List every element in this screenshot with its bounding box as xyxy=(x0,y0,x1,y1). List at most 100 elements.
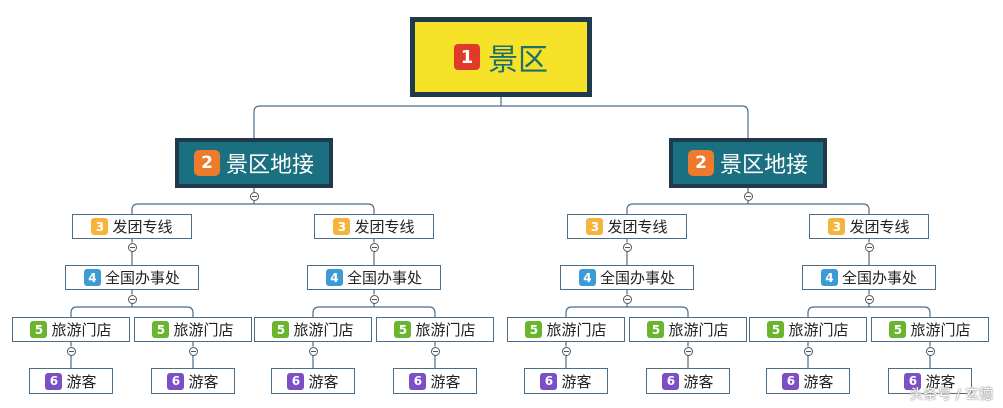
priority-3-icon: 3 xyxy=(333,218,351,235)
priority-4-icon: 4 xyxy=(578,269,596,286)
priority-5-icon: 5 xyxy=(394,321,412,338)
collapse-toggle-icon[interactable] xyxy=(369,294,379,304)
level5-node-left-1-2-label: 旅游门店 xyxy=(173,321,234,339)
priority-6-icon: 6 xyxy=(287,372,305,390)
priority-4-icon: 4 xyxy=(325,269,343,286)
collapse-toggle-icon[interactable] xyxy=(249,191,259,201)
collapse-toggle-icon[interactable] xyxy=(622,294,632,304)
collapse-toggle-icon[interactable] xyxy=(622,242,632,252)
connector-root-bus xyxy=(253,105,749,138)
priority-6-icon: 6 xyxy=(662,372,680,390)
level6-node-right-1-2-label: 游客 xyxy=(683,372,714,391)
level3-node-left-1-label: 发团专线 xyxy=(112,218,173,236)
connector-l2-bus xyxy=(131,203,375,214)
level5-node-right-2-2-label: 旅游门店 xyxy=(910,321,971,339)
priority-6-icon: 6 xyxy=(904,372,922,390)
collapse-toggle-icon[interactable] xyxy=(127,294,137,304)
priority-5-icon: 5 xyxy=(889,321,907,338)
level3-node-right-1-label: 发团专线 xyxy=(607,218,668,236)
level5-node-right-2-1-label: 旅游门店 xyxy=(788,321,849,339)
priority-2-icon: 2 xyxy=(193,150,220,176)
collapse-toggle-icon[interactable] xyxy=(188,346,198,356)
level6-node-left-2-1-label: 游客 xyxy=(308,372,339,391)
level6-node-left-2-2-label: 游客 xyxy=(430,372,461,391)
level5-node-right-1-2-label: 旅游门店 xyxy=(668,321,729,339)
connector-l4-bus xyxy=(70,306,194,317)
priority-5-icon: 5 xyxy=(525,321,543,338)
priority-6-icon: 6 xyxy=(167,372,185,390)
level6-node-right-2-2-label: 游客 xyxy=(925,372,956,391)
level5-node-left-2-1-label: 旅游门店 xyxy=(293,321,354,339)
level6-node-left-1-2-label: 游客 xyxy=(188,372,219,391)
priority-4-icon: 4 xyxy=(820,269,838,286)
priority-3-icon: 3 xyxy=(586,218,604,235)
collapse-toggle-icon[interactable] xyxy=(925,346,935,356)
level4-node-left-2-label: 全国办事处 xyxy=(346,269,422,287)
collapse-toggle-icon[interactable] xyxy=(683,346,693,356)
level6-node-left-1-1-label: 游客 xyxy=(66,372,97,391)
collapse-toggle-icon[interactable] xyxy=(561,346,571,356)
collapse-toggle-icon[interactable] xyxy=(308,346,318,356)
priority-6-icon: 6 xyxy=(782,372,800,390)
priority-5-icon: 5 xyxy=(272,321,290,338)
priority-5-icon: 5 xyxy=(767,321,785,338)
collapse-toggle-icon[interactable] xyxy=(66,346,76,356)
priority-5-icon: 5 xyxy=(152,321,170,338)
priority-5-icon: 5 xyxy=(30,321,48,338)
priority-3-icon: 3 xyxy=(91,218,109,235)
level3-node-right-2-label: 发团专线 xyxy=(849,218,910,236)
level6-node-right-2-1-label: 游客 xyxy=(803,372,834,391)
collapse-toggle-icon[interactable] xyxy=(127,242,137,252)
connector-l4-bus xyxy=(565,306,689,317)
level4-node-left-1-label: 全国办事处 xyxy=(104,269,180,287)
collapse-toggle-icon[interactable] xyxy=(430,346,440,356)
priority-4-icon: 4 xyxy=(83,269,101,286)
level5-node-left-1-1-label: 旅游门店 xyxy=(51,321,112,339)
collapse-toggle-icon[interactable] xyxy=(743,191,753,201)
priority-6-icon: 6 xyxy=(45,372,63,390)
level2-node-right-label: 景区地接 xyxy=(719,153,808,178)
level5-node-left-2-2-label: 旅游门店 xyxy=(415,321,476,339)
collapse-toggle-icon[interactable] xyxy=(369,242,379,252)
connector-l2-bus xyxy=(626,203,870,214)
priority-5-icon: 5 xyxy=(647,321,665,338)
level5-node-right-1-1-label: 旅游门店 xyxy=(546,321,607,339)
collapse-toggle-icon[interactable] xyxy=(864,294,874,304)
level4-node-right-1-label: 全国办事处 xyxy=(599,269,675,287)
level2-node-left-label: 景区地接 xyxy=(225,153,314,178)
collapse-toggle-icon[interactable] xyxy=(803,346,813,356)
collapse-toggle-icon[interactable] xyxy=(864,242,874,252)
level3-node-left-2-label: 发团专线 xyxy=(354,218,415,236)
connector-l4-bus xyxy=(312,306,436,317)
priority-3-icon: 3 xyxy=(828,218,846,235)
